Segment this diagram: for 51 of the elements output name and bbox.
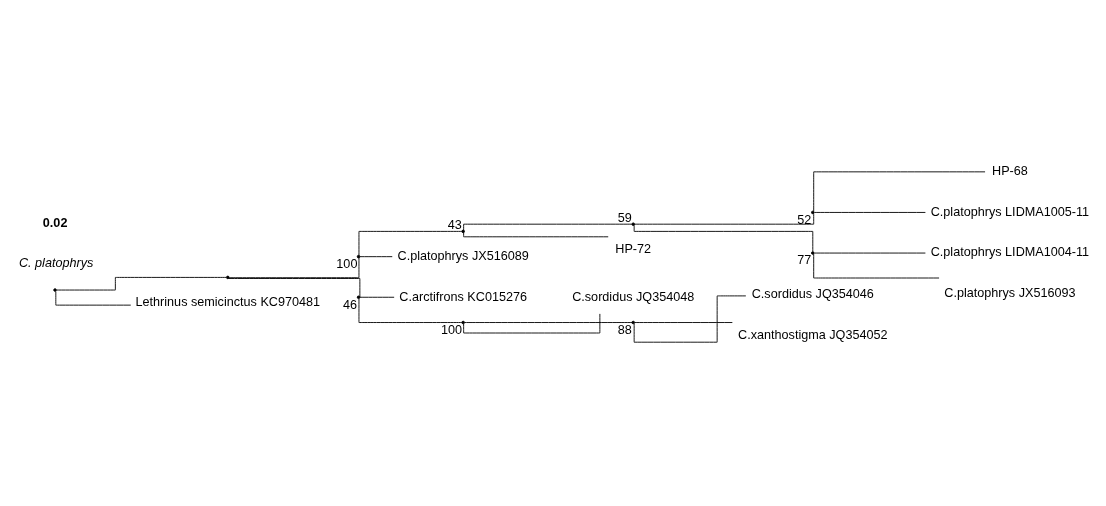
node-text: Lethrinus semicinctus KC970481: [135, 294, 321, 309]
connector: [228, 257, 360, 278]
connector: [463, 312, 601, 333]
node-point: [461, 229, 465, 233]
node-text: C.sordidus JQ354046: [751, 286, 874, 301]
connector: [358, 230, 463, 256]
node-point: [631, 221, 635, 226]
connector: [463, 231, 609, 237]
node-label: 43: [447, 217, 462, 232]
connector: [634, 212, 815, 225]
node-text: C.xanthostigma JQ354052: [738, 326, 888, 341]
node-text: C.sordidus JQ354048: [572, 289, 695, 304]
connector: [813, 253, 940, 278]
connector: [633, 294, 747, 343]
node-label: 46: [343, 297, 358, 312]
label: 0.02: [42, 215, 68, 230]
node-label: 59: [617, 210, 632, 225]
connector: [228, 277, 361, 298]
connector: [634, 321, 733, 323]
node-text: HP-68: [992, 163, 1028, 178]
node-point: [811, 250, 815, 255]
connector: [463, 223, 633, 230]
connector: [814, 252, 926, 253]
node-point: [53, 287, 57, 292]
node-point: [356, 254, 361, 258]
node-label: 100: [440, 322, 463, 337]
node-point: [226, 275, 230, 279]
node-text: C.platophrys JX516093: [944, 285, 1076, 300]
node-label: 88: [617, 322, 632, 337]
connector: [359, 255, 393, 257]
connector: [464, 321, 633, 323]
connector: [359, 296, 395, 298]
node-point: [461, 320, 465, 324]
node-point: [356, 295, 361, 299]
connector: [813, 170, 986, 212]
node-label: 100: [336, 256, 358, 271]
node-label: 77: [797, 252, 812, 267]
connector: [55, 290, 132, 306]
node-point: [631, 320, 635, 324]
connector: [358, 297, 463, 323]
node-point: [811, 210, 815, 214]
label: C. platophrys: [18, 255, 94, 270]
node-label: 52: [797, 212, 812, 227]
node-text: C.platophrys JX516089: [397, 248, 529, 263]
connector: [56, 276, 227, 290]
node-text: C.arctifrons KC015276: [399, 289, 528, 304]
node-text: C.platophrys LIDMA1004-11: [930, 244, 1090, 259]
connector: [814, 211, 926, 213]
node-text: C.platophrys LIDMA1005-11: [930, 204, 1090, 219]
connector: [633, 224, 814, 252]
node-text: HP-72: [615, 241, 652, 256]
